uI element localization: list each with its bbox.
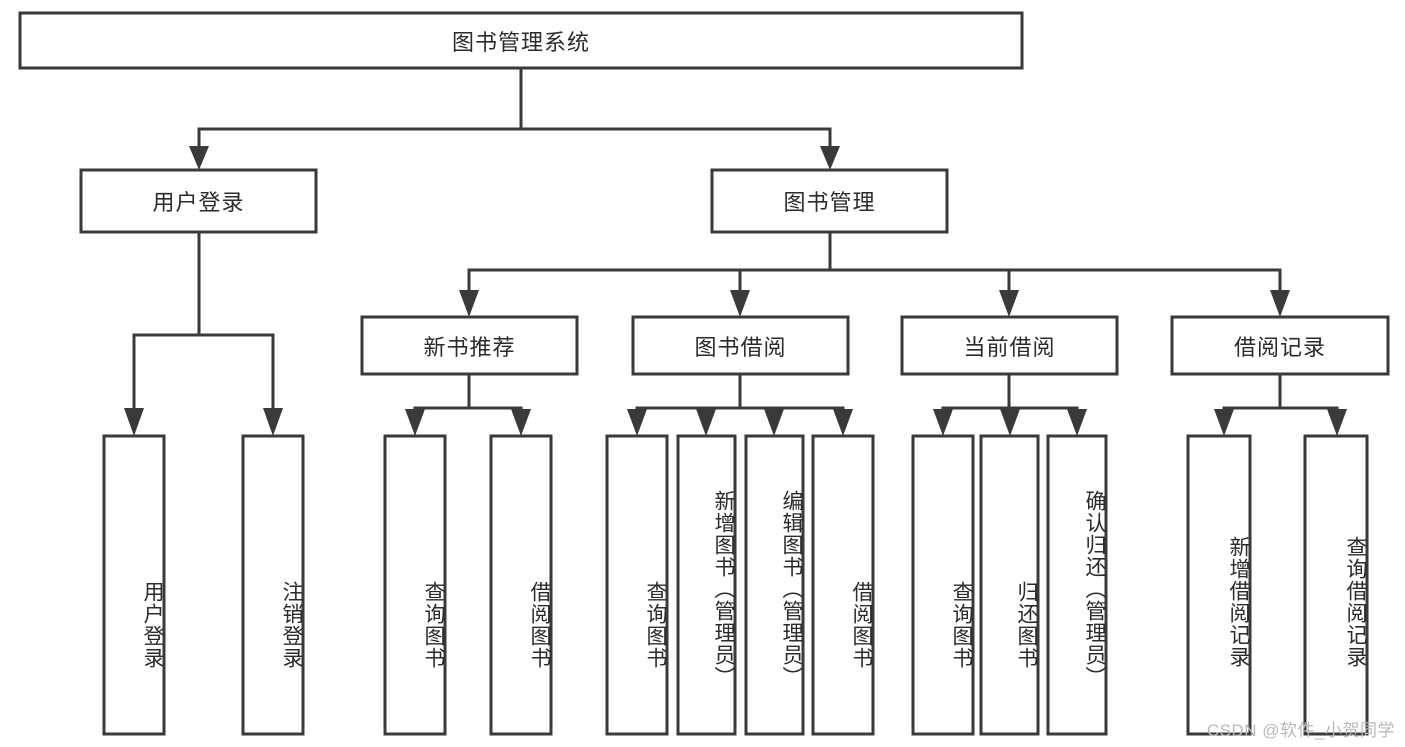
node-borrow-record[interactable] <box>1170 315 1390 376</box>
arrow-head-userlogin <box>189 146 209 170</box>
connector-group-borrow-record <box>1214 372 1347 436</box>
arrow-head-leaf-query-book-2 <box>627 409 647 436</box>
arrow-head-leaf-confirm-return <box>1067 409 1087 436</box>
node-leaf-edit-book[interactable] <box>744 434 805 736</box>
node-leaf-confirm-return[interactable] <box>1046 434 1108 736</box>
arrow-head-leaf-query-record <box>1327 409 1347 436</box>
node-new-book-recommend[interactable] <box>360 315 579 376</box>
node-leaf-query-book-2[interactable] <box>605 434 669 736</box>
connector-group-userlogin <box>124 230 283 436</box>
node-leaf-user-logout[interactable] <box>241 434 305 736</box>
arrow-head-book-borrow <box>730 290 750 317</box>
connector-group-current-borrow <box>933 372 1087 436</box>
arrow-head-bookmanage <box>820 146 840 170</box>
node-user-login[interactable] <box>79 168 318 234</box>
arrow-head-leaf-user-logout <box>263 408 283 436</box>
arrow-head-leaf-borrow-book-2 <box>833 409 853 436</box>
connector-group-book-borrow <box>627 372 853 436</box>
arrow-head-borrow-record <box>1270 290 1290 317</box>
node-leaf-query-book-1[interactable] <box>383 434 447 736</box>
csdn-watermark: CSDN @软件_小贺同学 <box>1206 721 1395 740</box>
node-leaf-query-record[interactable] <box>1303 434 1369 736</box>
arrow-head-leaf-add-book <box>696 409 716 436</box>
node-leaf-borrow-book-1[interactable] <box>489 434 553 736</box>
arrow-head-new-book-recommend <box>459 290 479 317</box>
arrow-head-leaf-edit-book <box>764 409 784 436</box>
node-leaf-user-login[interactable] <box>102 434 166 736</box>
arrow-head-current-borrow <box>999 290 1019 317</box>
connector-group-bookmanage <box>459 230 1290 317</box>
arrow-head-leaf-query-book-1 <box>405 409 425 436</box>
node-current-borrow[interactable] <box>900 315 1119 376</box>
node-book-borrow[interactable] <box>631 315 850 376</box>
arrow-head-leaf-return-book <box>1000 409 1020 436</box>
arrow-head-leaf-add-record <box>1214 409 1234 436</box>
node-leaf-add-book[interactable] <box>676 434 737 736</box>
arrow-head-leaf-user-login <box>124 408 144 436</box>
arrow-head-leaf-borrow-book-1 <box>511 409 531 436</box>
node-leaf-borrow-book-2[interactable] <box>811 434 875 736</box>
connector-group-new-book-recommend <box>405 372 531 436</box>
node-leaf-return-book[interactable] <box>979 434 1040 736</box>
node-root[interactable] <box>18 11 1024 70</box>
node-leaf-query-book-3[interactable] <box>911 434 975 736</box>
connector-group-root <box>189 66 840 170</box>
arrow-head-leaf-query-book-3 <box>933 409 953 436</box>
node-leaf-add-record[interactable] <box>1186 434 1252 736</box>
node-book-manage[interactable] <box>710 168 949 234</box>
